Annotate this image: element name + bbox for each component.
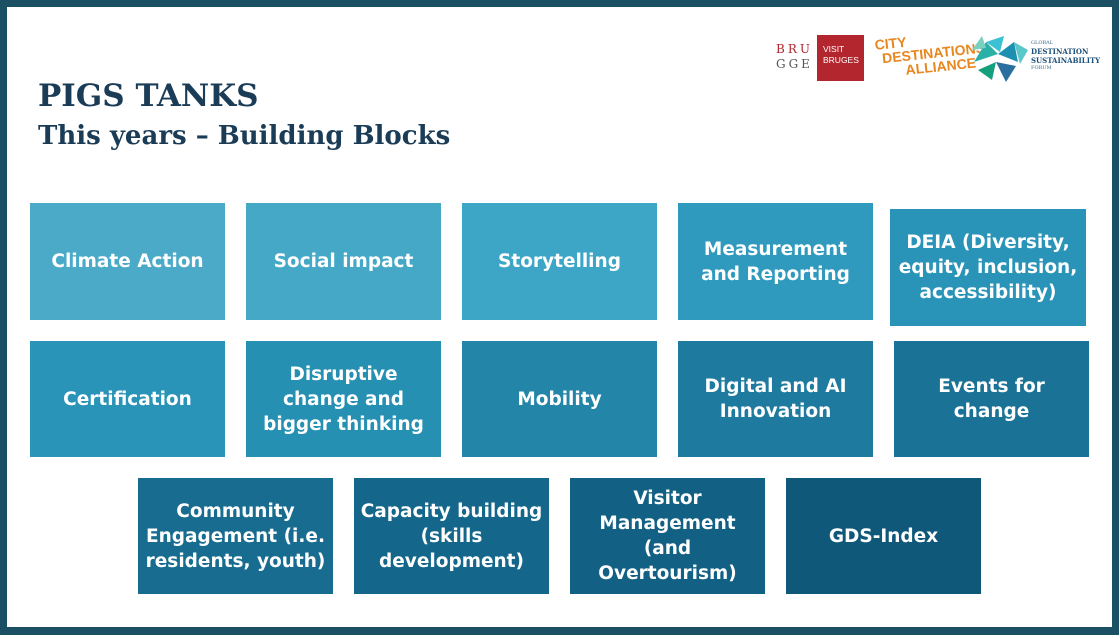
- block-visitor-management: Visitor Management (and Overtourism): [570, 478, 765, 594]
- gdsf-logo-text: GLOBAL DESTINATION SUSTAINABILITY FORUM: [1031, 40, 1100, 72]
- visit-bruges-logo: VISIT BRUGES: [817, 35, 864, 81]
- block-certification: Certification: [30, 341, 225, 457]
- visit-bruges-line2: BRUGES: [823, 55, 859, 65]
- block-gds-index: GDS-Index: [786, 478, 981, 594]
- visit-bruges-line1: VISIT: [823, 44, 845, 54]
- block-digital-ai: Digital and AI Innovation: [678, 341, 873, 457]
- block-community-engagement: Community Engagement (i.e. residents, yo…: [138, 478, 333, 594]
- gdsf-line3: SUSTAINABILITY: [1031, 56, 1101, 65]
- block-social-impact: Social impact: [246, 203, 441, 320]
- bruges-logo-row2: GGE: [776, 57, 813, 71]
- block-measurement-reporting: Measurement and Reporting: [678, 203, 873, 320]
- gdsf-line2: DESTINATION: [1031, 47, 1089, 56]
- bruges-logo: BRU GGE: [776, 42, 816, 72]
- slide-subtitle: This years – Building Blocks: [38, 121, 451, 151]
- block-capacity-building: Capacity building (skills development): [354, 478, 549, 594]
- block-disruptive-change: Disruptive change and bigger thinking: [246, 341, 441, 457]
- bruges-logo-row1: BRU: [776, 42, 813, 56]
- gdsf-line4: FORUM: [1031, 65, 1052, 71]
- gdsf-globe-icon: [972, 36, 1028, 82]
- slide-title: PIGS TANKS: [38, 78, 259, 114]
- block-events-for-change: Events for change: [894, 341, 1089, 457]
- block-climate-action: Climate Action: [30, 203, 225, 320]
- block-mobility: Mobility: [462, 341, 657, 457]
- block-storytelling: Storytelling: [462, 203, 657, 320]
- gdsf-line1: GLOBAL: [1031, 40, 1054, 46]
- block-deia: DEIA (Diversity, equity, inclusion, acce…: [890, 209, 1086, 326]
